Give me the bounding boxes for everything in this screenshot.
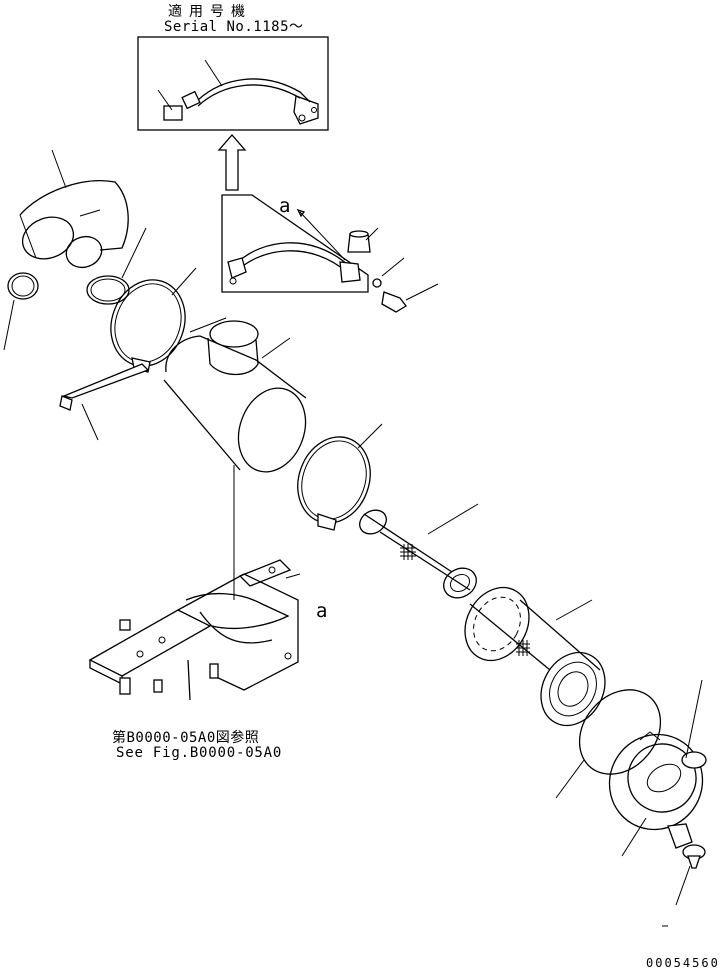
leader-inset-connector: [157, 89, 173, 111]
long-bolt: [59, 363, 150, 441]
outer-element: [464, 586, 606, 727]
detail-view-a: [221, 194, 369, 293]
inner-element: [359, 503, 479, 599]
small-clamp-right: [86, 227, 147, 305]
applicability-inset: [137, 36, 329, 131]
mounting-bracket: [88, 559, 301, 701]
view-marker-label-top: a: [279, 195, 291, 217]
cap-part: [347, 227, 379, 253]
inset-connector: [163, 105, 183, 121]
document-number: 00054560: [646, 956, 720, 970]
large-clamp-lower: [297, 423, 383, 531]
vacuator-valve: [662, 844, 706, 927]
washer-part: [372, 257, 405, 288]
applicability-title: 適用号機: [168, 4, 252, 20]
air-cleaner-body: [163, 317, 307, 600]
large-clamp-upper: [110, 267, 197, 373]
figure-reference-japanese: 第B0000-05A0図参照: [112, 730, 260, 746]
leader-inset-hose: [204, 59, 223, 87]
small-clamp-left: [3, 272, 39, 351]
up-arrow-icon: [217, 134, 247, 191]
cover-assembly: [608, 679, 707, 857]
figure-reference-english: See Fig.B0000-05A0: [116, 745, 283, 761]
view-marker-label-bottom: a: [316, 600, 328, 622]
serial-number-range: Serial No.1185～: [164, 19, 304, 35]
elbow-hose: [19, 149, 129, 269]
inset-hose-assembly: [163, 78, 319, 125]
seal-ring: [555, 689, 662, 799]
inset-frame: [137, 36, 329, 131]
bolt-part-right: [381, 283, 439, 313]
